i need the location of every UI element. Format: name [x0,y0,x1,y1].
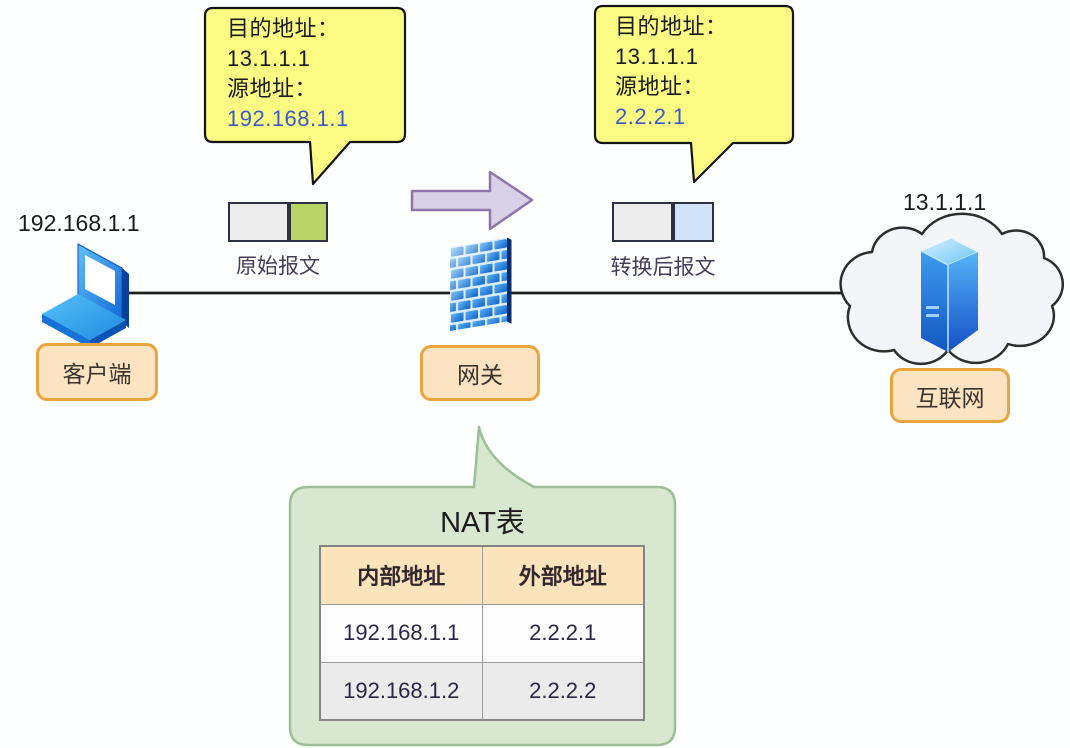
table-row: 192.168.1.2 2.2.2.2 [319,661,645,721]
dest-address-value: 13.1.1.1 [615,44,699,69]
src-address-value: 2.2.2.1 [615,104,686,129]
packet-data-segment [612,202,673,242]
table-cell: 2.2.2.1 [481,603,645,663]
dest-address-label: 目的地址： [615,14,728,39]
nat-table: 内部地址 外部地址 192.168.1.1 2.2.2.1 192.168.1.… [319,545,645,721]
callout-original-text: 目的地址： 13.1.1.1 源地址： 192.168.1.1 [227,14,349,134]
column-header-external-address: 外部地址 [481,545,645,605]
callout-original-bubble [203,6,407,186]
internet-badge-label: 互联网 [915,384,985,411]
internet-ip-label: 13.1.1.1 [903,189,987,215]
client-laptop-icon [42,243,129,348]
nat-table-title: NAT表 [440,507,525,539]
flow-arrow-icon [410,170,534,231]
packet-original-label: 原始报文 [236,255,320,278]
table-row: 192.168.1.1 2.2.2.1 [319,603,645,663]
gateway-badge: 网关 [420,345,540,401]
table-cell: 2.2.2.2 [481,661,645,721]
packet-original [228,202,328,242]
internet-badge: 互联网 [890,368,1010,423]
server-icon [919,237,980,352]
packet-data-segment [228,202,289,242]
gateway-badge-label: 网关 [457,362,503,388]
packet-translated [612,202,714,242]
packet-source-address-segment [673,202,714,242]
src-address-value: 192.168.1.1 [227,106,349,131]
nat-table-header-row: 内部地址 外部地址 [319,545,645,605]
dest-address-label: 目的地址： [227,16,340,41]
src-address-label: 源地址： [227,76,318,101]
firewall-icon [450,237,512,331]
packet-source-address-segment [289,202,328,242]
client-badge-label: 客户端 [62,361,132,387]
table-cell: 192.168.1.1 [319,603,483,663]
callout-translated-bubble [593,4,795,184]
callout-translated-text: 目的地址： 13.1.1.1 源地址： 2.2.2.1 [615,12,728,132]
src-address-label: 源地址： [615,74,706,99]
packet-translated-label: 转换后报文 [610,256,716,279]
client-badge: 客户端 [36,343,158,401]
client-ip-label: 192.168.1.1 [18,210,140,236]
column-header-internal-address: 内部地址 [319,545,483,605]
dest-address-value: 13.1.1.1 [227,46,311,71]
table-cell: 192.168.1.2 [319,661,483,721]
